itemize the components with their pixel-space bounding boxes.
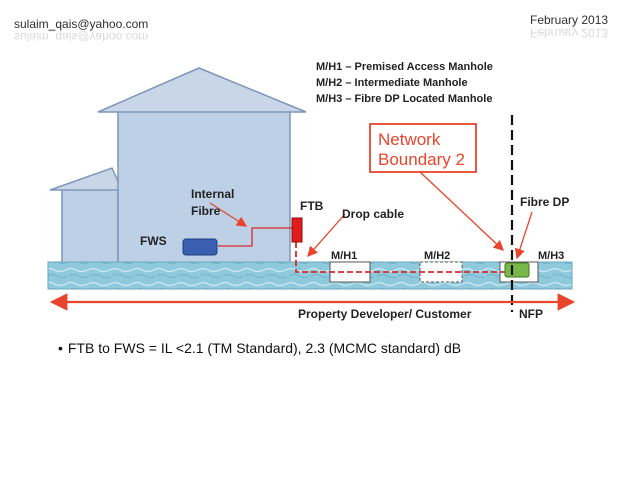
network-boundary-box bbox=[369, 123, 477, 173]
drop-cable bbox=[295, 242, 511, 273]
house-wall-left bbox=[61, 187, 119, 265]
ftb-box bbox=[291, 217, 303, 243]
fibre-dp-arrow bbox=[514, 211, 533, 260]
internal-fibre-label-2: Fibre bbox=[191, 204, 221, 218]
network-boundary-line-2: Boundary 2 bbox=[378, 150, 465, 169]
drop-cable-arrow bbox=[307, 213, 346, 257]
fibre-network-diagram: Network Boundary 2 M/H1 – Premised Acces… bbox=[47, 61, 576, 321]
legend-mh2: M/H2 – Intermediate Manhole bbox=[316, 77, 468, 89]
legend-mh1: M/H1 – Premised Access Manhole bbox=[316, 61, 493, 73]
fws-label: FWS bbox=[140, 234, 167, 248]
internal-fibre-cable bbox=[218, 227, 294, 247]
fibre-dp-label: Fibre DP bbox=[520, 195, 569, 209]
ftb-label: FTB bbox=[300, 199, 324, 213]
house-roof bbox=[97, 67, 307, 113]
internal-fibre-label-1: Internal bbox=[191, 187, 234, 201]
internal-fibre-arrow bbox=[209, 202, 248, 227]
fibre-dp-box bbox=[504, 262, 530, 278]
fws-box bbox=[182, 238, 218, 256]
nfp-label: NFP bbox=[519, 307, 543, 321]
property-label: Property Developer/ Customer bbox=[298, 307, 472, 321]
legend-mh3: M/H3 – Fibre DP Located Manhole bbox=[316, 93, 492, 105]
network-boundary-line-1: Network bbox=[378, 130, 441, 149]
slide-date: February 2013 bbox=[530, 13, 609, 27]
author-email: sulaim_qais@yahoo.com bbox=[14, 17, 149, 31]
mh2-label: M/H2 bbox=[424, 250, 450, 262]
bullet-dot: • bbox=[58, 340, 63, 356]
bullet-text: FTB to FWS = IL <2.1 (TM Standard), 2.3 … bbox=[67, 340, 462, 356]
house-porch-roof bbox=[49, 167, 124, 191]
network-boundary-arrow bbox=[419, 171, 504, 251]
mh3-label: M/H3 bbox=[538, 250, 564, 262]
mh1-label: M/H1 bbox=[331, 250, 357, 262]
drop-cable-label: Drop cable bbox=[342, 207, 404, 221]
bullet-item: •FTB to FWS = IL <2.1 (TM Standard), 2.3… bbox=[58, 340, 461, 356]
ground-strip bbox=[47, 261, 573, 290]
